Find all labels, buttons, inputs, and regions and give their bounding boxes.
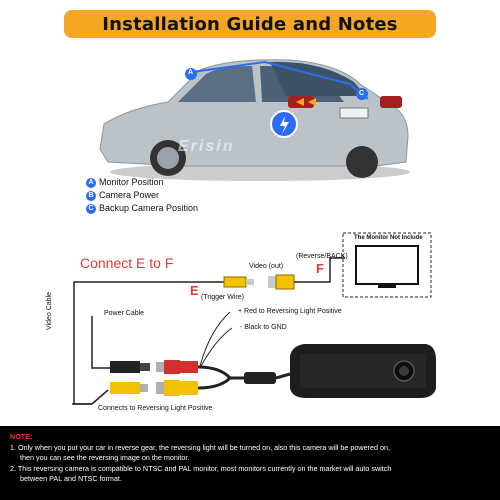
badge-b: B bbox=[86, 190, 96, 201]
label-video-cable: Video Cable bbox=[46, 291, 53, 330]
marker-a: A bbox=[188, 69, 194, 76]
page-title: Installation Guide and Notes bbox=[102, 13, 398, 35]
watermark: Erisin bbox=[178, 138, 235, 155]
label-reverse-back: (Reverse/BACK) bbox=[296, 253, 348, 260]
connect-instruction: Connect E to F bbox=[80, 255, 174, 271]
label-trigger-wire: (Trigger Wire) bbox=[201, 294, 244, 301]
title-banner: Installation Guide and Notes bbox=[64, 10, 436, 38]
car-illustration bbox=[99, 59, 410, 181]
label-red-positive: + Red to Reversing Light Positive bbox=[238, 308, 342, 315]
note-item-2: 2. This reversing camera is compatible t… bbox=[10, 464, 490, 484]
legend-item-power: B Camera Power bbox=[86, 189, 198, 202]
note-1-line-2: then you can see the reversing image on … bbox=[20, 453, 190, 462]
label-connects-to: Connects to Reversing Light Positive bbox=[98, 405, 213, 412]
label-video-out: Video (out) bbox=[249, 263, 284, 270]
legend-label-monitor: Monitor Position bbox=[99, 177, 164, 187]
marker-c: C bbox=[359, 90, 365, 97]
legend-label-backup-camera: Backup Camera Position bbox=[99, 203, 199, 213]
legend: A Monitor Position B Camera Power C Back… bbox=[86, 176, 198, 215]
notes-panel: NOTE: 1. Only when you put your car in r… bbox=[0, 426, 500, 500]
wiring-diagram bbox=[72, 232, 436, 405]
notes-heading: NOTE: bbox=[10, 432, 33, 441]
letter-f: F bbox=[316, 261, 324, 276]
note-2-line-1: 2. This reversing camera is compatible t… bbox=[10, 464, 392, 473]
legend-item-backup-camera: C Backup Camera Position bbox=[86, 202, 198, 215]
legend-item-monitor: A Monitor Position bbox=[86, 176, 198, 189]
badge-c: C bbox=[86, 203, 96, 214]
label-monitor-not-included: The Monitor Not Include bbox=[354, 235, 423, 241]
label-power-cable: Power Cable bbox=[104, 310, 145, 317]
note-2-line-2: between PAL and NTSC format. bbox=[20, 474, 122, 483]
letter-e: E bbox=[190, 283, 199, 298]
note-item-1: 1. Only when you put your car in reverse… bbox=[10, 443, 490, 463]
label-black-gnd: - Black to GND bbox=[240, 324, 287, 331]
note-1-line-1: 1. Only when you put your car in reverse… bbox=[10, 443, 390, 452]
legend-label-power: Camera Power bbox=[99, 190, 160, 200]
badge-a: A bbox=[86, 177, 96, 188]
